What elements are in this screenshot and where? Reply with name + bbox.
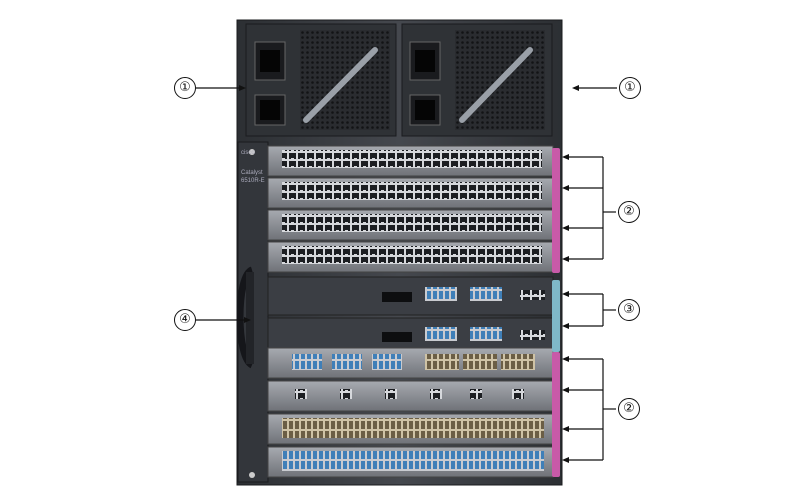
callout-4: ④	[174, 309, 196, 331]
line-cards-lower	[267, 347, 554, 478]
chassis-brand: cisco	[241, 150, 255, 156]
callout-2-lower: ②	[618, 398, 640, 420]
fan-tray	[236, 141, 269, 483]
callout-2-upper: ②	[618, 201, 640, 223]
callout-3: ③	[618, 299, 640, 321]
chassis-model-sub: 6510R-E	[241, 178, 265, 184]
ejector-handles	[552, 148, 560, 477]
chassis-model-label: Catalyst	[241, 170, 263, 176]
supervisor-engines	[267, 276, 554, 357]
line-cards-upper	[267, 145, 554, 273]
power-supply-left	[245, 23, 397, 137]
callout-lines	[196, 87, 617, 461]
power-supply-right	[401, 23, 553, 137]
callout-1-left: ①	[174, 77, 196, 99]
callout-1-right: ①	[619, 77, 641, 99]
callout-arrowheads	[239, 85, 579, 463]
